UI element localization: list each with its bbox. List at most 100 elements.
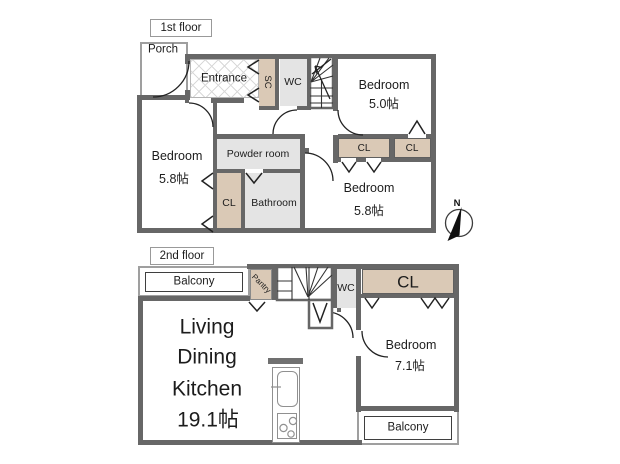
wall-segment	[307, 54, 311, 110]
wall-segment	[138, 440, 362, 445]
closet-2f	[362, 269, 454, 294]
wall-segment	[390, 138, 394, 158]
wc-2f-label: WC	[337, 281, 355, 294]
wall-segment	[300, 134, 305, 228]
closet-b-label: CL	[405, 143, 419, 154]
door-arc	[361, 330, 389, 358]
bedroom-2f-label: Bedroom	[385, 337, 437, 352]
bedroom-w-label: Bedroom	[151, 148, 203, 163]
floor1-label: 1st floor	[160, 22, 202, 34]
powder-room	[217, 139, 300, 169]
wall-segment	[137, 228, 436, 233]
wall-segment	[263, 169, 303, 173]
closet-b	[394, 138, 431, 158]
floor2-label: 2nd floor	[159, 250, 205, 262]
ldk-size: 19.1帖	[177, 408, 239, 432]
stair-direction-arrow	[312, 302, 328, 325]
door-arc	[188, 102, 214, 128]
wc-2f	[337, 269, 356, 308]
door-arc	[304, 152, 334, 182]
wall-segment	[275, 57, 279, 110]
wall-segment	[381, 158, 431, 162]
closet-a-label: CL	[357, 143, 371, 154]
floor2-label-box: 2nd floor	[150, 247, 214, 265]
stair-treads	[277, 267, 310, 300]
folding-door-symbol	[248, 301, 266, 313]
wall-segment	[333, 135, 338, 163]
closet-west	[217, 173, 241, 228]
wall-segment	[247, 264, 459, 269]
powder-room-label: Powder room	[226, 147, 290, 160]
wc-1f	[280, 59, 307, 106]
balcony-nw	[145, 272, 243, 292]
folding-door-symbol	[341, 161, 357, 174]
ldk-label-living: Living	[179, 315, 235, 339]
folding-door-symbol	[364, 297, 380, 310]
wall-segment	[356, 406, 459, 411]
wall-segment	[217, 134, 305, 139]
wall-segment	[185, 54, 190, 64]
compass-needle	[447, 207, 462, 241]
stair-direction-arrow	[311, 58, 332, 100]
compass-icon: N	[444, 198, 474, 241]
wall-segment	[137, 95, 142, 233]
kitchen-sink	[277, 371, 298, 407]
wall-segment	[454, 269, 459, 412]
wc-1f-label: WC	[284, 75, 302, 88]
door-arc	[326, 311, 354, 339]
stair-outline	[308, 55, 335, 110]
kitchen-counter-edge	[268, 358, 303, 364]
wall-segment	[297, 106, 311, 110]
shoe-closet-label: SC	[261, 75, 273, 89]
wall-segment	[332, 267, 337, 308]
bedroom-se-size: 5.8帖	[354, 203, 384, 218]
ldk-label-dining: Dining	[177, 345, 237, 369]
wall-segment	[338, 158, 341, 162]
pantry	[250, 269, 272, 300]
folding-door-symbol	[366, 161, 382, 174]
wall-segment	[259, 106, 279, 110]
wall-segment	[431, 54, 436, 233]
bathroom-label: Bathroom	[251, 196, 297, 209]
porch-label: Porch	[147, 43, 179, 56]
folding-door-symbol	[200, 172, 214, 190]
stair-outline	[307, 298, 334, 330]
wall-segment	[338, 134, 408, 138]
folding-door-symbol	[408, 119, 426, 135]
folding-door-symbol	[420, 296, 450, 310]
wall-segment	[211, 98, 244, 103]
stair-treads	[310, 80, 333, 108]
wall-segment	[426, 134, 431, 138]
stair-outline	[275, 265, 334, 302]
bedroom-2f-size: 7.1帖	[395, 358, 425, 373]
wall-segment	[138, 296, 250, 301]
wall-segment	[356, 356, 361, 412]
compass-north-label: N	[454, 198, 461, 209]
wall-segment	[137, 95, 190, 100]
wall-segment	[272, 267, 276, 300]
door-arc	[272, 109, 298, 135]
ldk-label-kitchen: Kitchen	[171, 377, 243, 401]
door-arc	[337, 109, 364, 136]
wall-segment	[356, 264, 361, 330]
shoe-closet	[259, 57, 275, 106]
closet-2f-label: CL	[397, 272, 419, 292]
bedroom-se-label: Bedroom	[343, 180, 395, 195]
wall-segment	[217, 169, 245, 173]
wall-segment	[241, 173, 245, 228]
wall-segment	[337, 308, 341, 312]
staircase-1f	[308, 55, 335, 110]
stair-winders	[293, 266, 333, 298]
wall-segment	[356, 158, 366, 162]
wall-segment	[305, 148, 309, 153]
balcony-nw-label: Balcony	[173, 275, 215, 288]
entrance-label: Entrance	[200, 72, 248, 85]
compass-circle	[444, 208, 474, 238]
wall-segment	[185, 98, 189, 103]
bedroom-ne-label: Bedroom	[358, 77, 410, 92]
closet-a	[338, 138, 390, 158]
balcony-se	[364, 416, 452, 440]
staircase-2f	[275, 265, 334, 330]
closet-west-label: CL	[222, 196, 236, 209]
